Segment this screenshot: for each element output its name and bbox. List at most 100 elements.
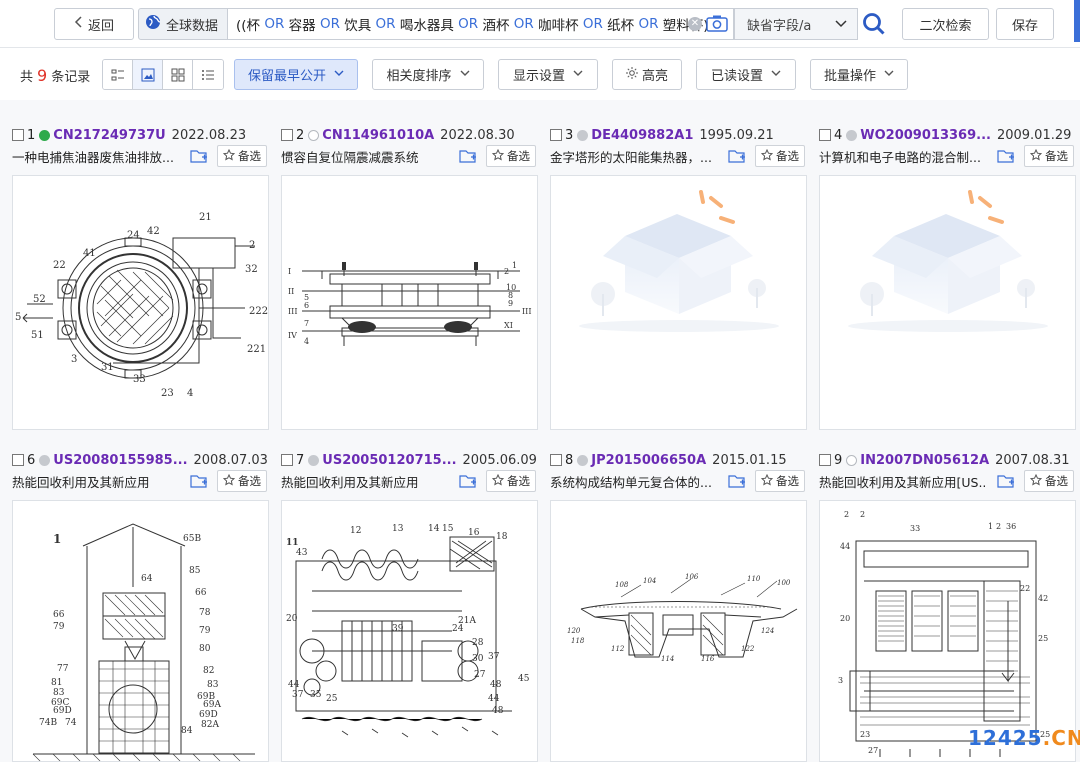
add-to-folder-icon[interactable] bbox=[997, 473, 1015, 489]
svg-text:114: 114 bbox=[661, 655, 674, 663]
patent-title-link[interactable]: 热能回收利用及其新应用 bbox=[12, 474, 150, 490]
favorite-button[interactable]: 备选 bbox=[1024, 145, 1074, 167]
query-term: 咖啡杯 bbox=[533, 18, 583, 34]
svg-text:4: 4 bbox=[187, 388, 193, 399]
patent-title-link[interactable]: 金字塔形的太阳能集热器，... bbox=[550, 149, 712, 165]
add-to-folder-icon[interactable] bbox=[190, 148, 208, 164]
patent-title-link[interactable]: 惯容自复位隔震减震系统 bbox=[281, 149, 419, 165]
patent-number-link[interactable]: US20080155985... bbox=[53, 452, 188, 468]
svg-text:27: 27 bbox=[474, 670, 486, 680]
record-checkbox[interactable] bbox=[819, 454, 831, 466]
svg-text:44: 44 bbox=[288, 680, 300, 690]
svg-text:83: 83 bbox=[53, 688, 65, 698]
batch-ops-dropdown[interactable]: 批量操作 bbox=[810, 59, 908, 90]
patent-title-link[interactable]: 计算机和电子电路的混合制... bbox=[819, 149, 981, 165]
patent-title-link[interactable]: 一种电捕焦油器废焦油排放... bbox=[12, 149, 174, 165]
record-checkbox[interactable] bbox=[819, 129, 831, 141]
query-term: 饮具 bbox=[339, 18, 376, 34]
save-button[interactable]: 保存 bbox=[996, 8, 1054, 40]
patent-number-link[interactable]: IN2007DN05612A bbox=[860, 452, 990, 468]
add-to-folder-icon[interactable] bbox=[190, 473, 208, 489]
record-checkbox[interactable] bbox=[12, 129, 24, 141]
favorite-button[interactable]: 备选 bbox=[486, 470, 536, 492]
record-count: 共 9 条记录 bbox=[20, 66, 90, 85]
secondary-search-button[interactable]: 二次检索 bbox=[902, 8, 989, 40]
favorite-button[interactable]: 备选 bbox=[755, 145, 805, 167]
svg-text:84: 84 bbox=[181, 726, 193, 736]
camera-icon[interactable] bbox=[706, 14, 728, 32]
record-checkbox[interactable] bbox=[12, 454, 24, 466]
read-settings-dropdown[interactable]: 已读设置 bbox=[696, 59, 796, 90]
add-to-folder-icon[interactable] bbox=[459, 148, 477, 164]
favorite-button[interactable]: 备选 bbox=[217, 145, 267, 167]
save-label: 保存 bbox=[1011, 18, 1038, 34]
display-settings-dropdown[interactable]: 显示设置 bbox=[498, 59, 598, 90]
back-button[interactable]: 返回 bbox=[54, 8, 134, 40]
keep-earliest-dropdown[interactable]: 保留最早公开 bbox=[234, 59, 358, 90]
patent-number-link[interactable]: US20050120715... bbox=[322, 452, 457, 468]
favorite-button[interactable]: 备选 bbox=[486, 145, 536, 167]
svg-text:25: 25 bbox=[326, 694, 338, 704]
svg-text:69C: 69C bbox=[51, 698, 69, 708]
clear-query-icon[interactable]: ✕ bbox=[688, 17, 702, 31]
patent-number-link[interactable]: CN114961010A bbox=[322, 127, 435, 143]
count-prefix: 共 bbox=[20, 70, 34, 85]
search-icon[interactable] bbox=[862, 12, 886, 40]
record-checkbox[interactable] bbox=[550, 129, 562, 141]
highlight-button[interactable]: 高亮 bbox=[612, 59, 682, 90]
publication-date: 2008.07.03 bbox=[193, 452, 268, 468]
invalid-status-icon bbox=[846, 129, 858, 141]
add-to-folder-icon[interactable] bbox=[728, 148, 746, 164]
svg-text:222: 222 bbox=[249, 306, 268, 317]
favorite-button[interactable]: 备选 bbox=[755, 470, 805, 492]
svg-text:3: 3 bbox=[71, 354, 77, 365]
add-to-folder-icon[interactable] bbox=[728, 473, 746, 489]
patent-number-link[interactable]: JP2015006650A bbox=[591, 452, 707, 468]
svg-text:21: 21 bbox=[199, 212, 212, 223]
svg-text:74: 74 bbox=[65, 718, 77, 728]
patent-number-link[interactable]: WO2009013369... bbox=[860, 127, 991, 143]
svg-text:7: 7 bbox=[304, 319, 309, 328]
add-to-folder-icon[interactable] bbox=[459, 473, 477, 489]
svg-text:2: 2 bbox=[504, 267, 509, 276]
relevance-sort-dropdown[interactable]: 相关度排序 bbox=[372, 59, 484, 90]
svg-text:28: 28 bbox=[472, 638, 484, 648]
svg-text:221: 221 bbox=[247, 344, 266, 355]
favorite-button[interactable]: 备选 bbox=[217, 470, 267, 492]
search-query-input[interactable]: ((杯 OR 容器 OR 饮具 OR 喝水器具 OR 酒杯 OR 咖啡杯 OR … bbox=[228, 8, 734, 40]
patent-title-link[interactable]: 热能回收利用及其新应用[US... bbox=[819, 474, 987, 490]
record-checkbox[interactable] bbox=[550, 454, 562, 466]
svg-text:1: 1 bbox=[988, 522, 993, 531]
patent-number-link[interactable]: DE4409882A1 bbox=[591, 127, 694, 143]
data-scope-selector[interactable]: 全球数据 bbox=[138, 8, 228, 40]
patent-title-link[interactable]: 系统构成结构单元复合体的... bbox=[550, 474, 712, 490]
svg-text:24: 24 bbox=[127, 230, 140, 241]
record-checkbox[interactable] bbox=[281, 454, 293, 466]
list-detail-view-icon[interactable] bbox=[103, 60, 133, 89]
record-index: 9 bbox=[834, 452, 843, 468]
search-field-select[interactable]: 缺省字段/a bbox=[734, 8, 858, 40]
patent-title-link[interactable]: 热能回收利用及其新应用 bbox=[281, 474, 419, 490]
image-view-icon[interactable] bbox=[133, 60, 163, 89]
svg-text:2: 2 bbox=[860, 510, 865, 519]
record-checkbox[interactable] bbox=[281, 129, 293, 141]
svg-text:30: 30 bbox=[472, 654, 484, 664]
display-settings-label: 显示设置 bbox=[512, 69, 565, 84]
grid-view-icon[interactable] bbox=[163, 60, 193, 89]
simple-list-view-icon[interactable] bbox=[193, 60, 223, 89]
favorite-label: 备选 bbox=[238, 474, 261, 488]
svg-text:36: 36 bbox=[1006, 522, 1016, 531]
patent-number-link[interactable]: CN217249737U bbox=[53, 127, 166, 143]
pending-status-icon bbox=[308, 129, 320, 141]
favorite-button[interactable]: 备选 bbox=[1024, 470, 1074, 492]
batch-ops-label: 批量操作 bbox=[823, 69, 876, 84]
add-to-folder-icon[interactable] bbox=[997, 148, 1015, 164]
